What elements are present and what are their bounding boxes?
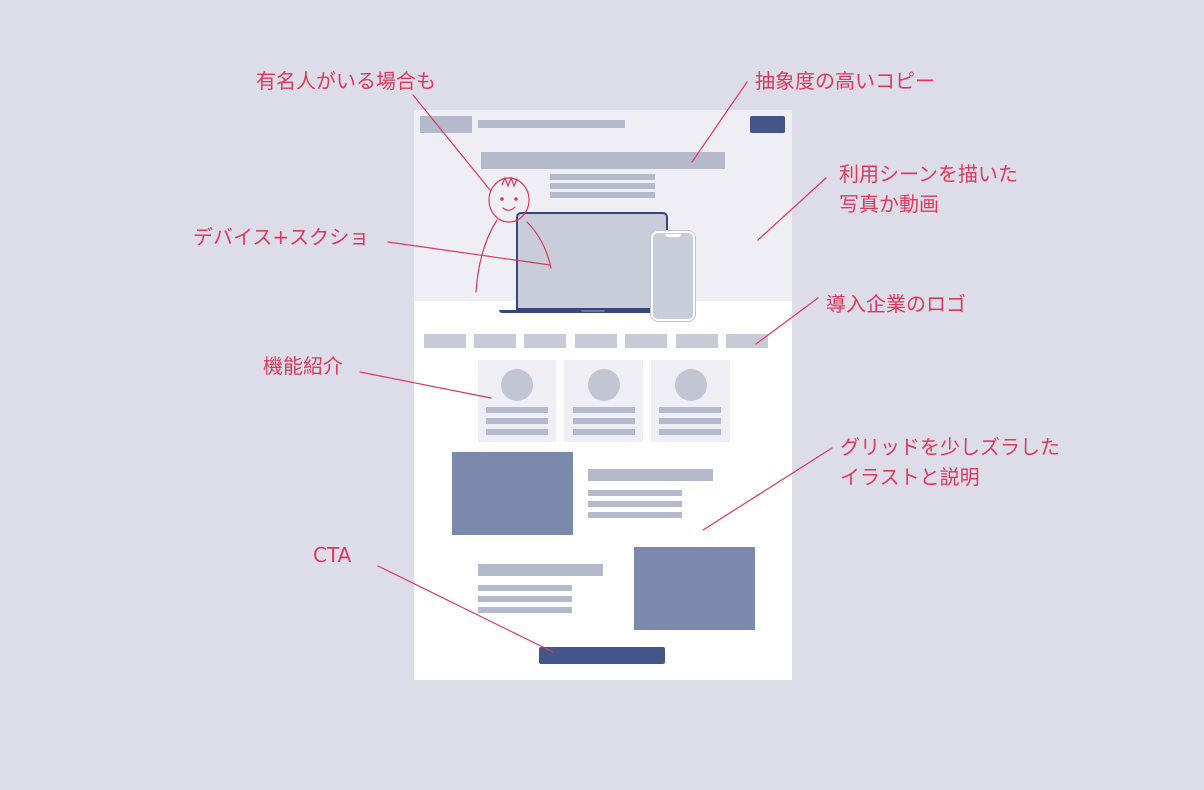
annotation-logos: 導入企業のロゴ bbox=[826, 292, 966, 316]
feature-text-line bbox=[573, 429, 635, 435]
client-logo-placeholder bbox=[524, 334, 566, 348]
laptop-notch bbox=[581, 310, 605, 312]
illustration-text-line bbox=[588, 512, 682, 518]
annotation-celebrity: 有名人がいる場合も bbox=[256, 69, 436, 93]
hero-subcopy-line bbox=[550, 174, 655, 180]
illustration-text-line bbox=[478, 596, 572, 602]
illustration-placeholder bbox=[452, 452, 573, 535]
feature-text-line bbox=[486, 418, 548, 424]
annotation-device: デバイス+スクショ bbox=[193, 225, 370, 249]
client-logo-placeholder bbox=[726, 334, 768, 348]
client-logo-placeholder bbox=[625, 334, 667, 348]
header-logo-placeholder bbox=[420, 116, 472, 133]
hero-headline-placeholder bbox=[481, 152, 725, 169]
feature-text-line bbox=[486, 429, 548, 435]
smartphone-icon bbox=[651, 231, 695, 321]
laptop-icon bbox=[516, 212, 668, 310]
client-logo-placeholder bbox=[424, 334, 466, 348]
feature-text-line bbox=[573, 418, 635, 424]
illustration-text-line bbox=[478, 585, 572, 591]
hero-subcopy-line bbox=[550, 192, 655, 198]
feature-icon-placeholder bbox=[501, 369, 533, 401]
illustration-heading-placeholder bbox=[478, 564, 603, 576]
feature-text-line bbox=[573, 407, 635, 413]
feature-icon-placeholder bbox=[588, 369, 620, 401]
feature-text-line bbox=[486, 407, 548, 413]
illustration-text-line bbox=[588, 490, 682, 496]
annotation-scene-line2: 写真か動画 bbox=[839, 192, 939, 216]
hero-subcopy-line bbox=[550, 183, 655, 189]
annotation-features: 機能紹介 bbox=[263, 354, 343, 378]
client-logo-placeholder bbox=[474, 334, 516, 348]
illustration-text-line bbox=[478, 607, 572, 613]
feature-text-line bbox=[659, 407, 721, 413]
illustration-text-line bbox=[588, 501, 682, 507]
cta-button-placeholder bbox=[539, 647, 665, 664]
header-button-placeholder bbox=[750, 116, 785, 133]
feature-icon-placeholder bbox=[675, 369, 707, 401]
client-logo-placeholder bbox=[575, 334, 617, 348]
feature-text-line bbox=[659, 429, 721, 435]
illustration-placeholder bbox=[634, 547, 755, 630]
client-logo-placeholder bbox=[676, 334, 718, 348]
annotation-copy: 抽象度の高いコピー bbox=[755, 69, 935, 93]
annotation-grid-line2: イラストと説明 bbox=[840, 465, 980, 489]
annotation-grid-line1: グリッドを少しズラした bbox=[840, 435, 1060, 459]
header-nav-placeholder bbox=[478, 120, 625, 128]
illustration-heading-placeholder bbox=[588, 469, 713, 481]
feature-text-line bbox=[659, 418, 721, 424]
annotation-cta: CTA bbox=[313, 543, 352, 567]
smartphone-notch bbox=[665, 234, 681, 237]
annotation-scene-line1: 利用シーンを描いた bbox=[839, 162, 1018, 186]
